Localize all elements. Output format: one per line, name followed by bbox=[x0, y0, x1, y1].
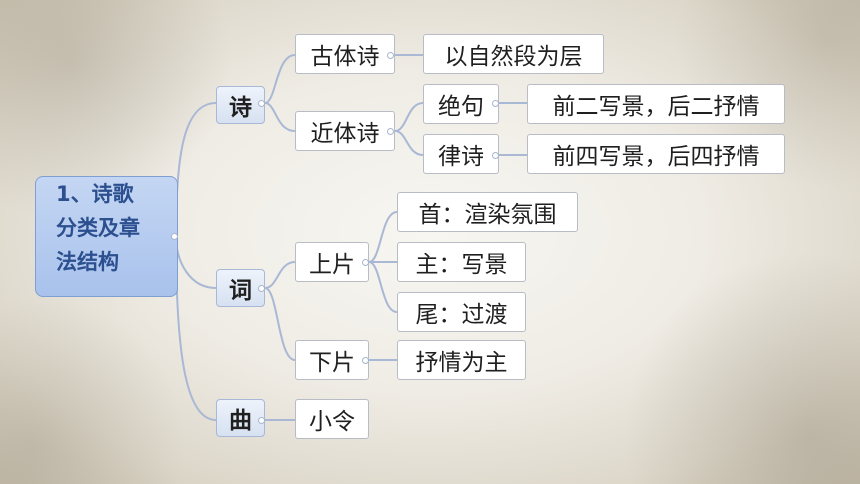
category-shi[interactable]: 诗 bbox=[216, 86, 265, 124]
collapse-dot-shangpian[interactable] bbox=[362, 259, 369, 266]
connector-ci-xiapian bbox=[264, 287, 296, 361]
collapse-dot-ci[interactable] bbox=[258, 285, 265, 292]
collapse-dot-shi[interactable] bbox=[258, 100, 265, 107]
root-line-1: 1、诗歌 bbox=[56, 182, 134, 206]
node-shangpian-item-1[interactable]: 首：渲染氛围 bbox=[397, 192, 578, 232]
connector-jinti-jueju bbox=[394, 102, 424, 132]
collapse-dot-root[interactable] bbox=[171, 233, 178, 240]
node-lushi-child[interactable]: 前四写景，后四抒情 bbox=[527, 134, 785, 174]
node-xiapian-child[interactable]: 抒情为主 bbox=[397, 340, 526, 380]
node-xiapian[interactable]: 下片 bbox=[295, 340, 369, 380]
collapse-dot-xiapian[interactable] bbox=[362, 357, 369, 364]
root-line-2: 分类及章 bbox=[56, 216, 140, 240]
connector-root-shi bbox=[175, 102, 217, 237]
connector-root-ci bbox=[175, 235, 217, 289]
node-lushi[interactable]: 律诗 bbox=[423, 134, 499, 174]
node-guti[interactable]: 古体诗 bbox=[295, 34, 395, 74]
node-jueju[interactable]: 绝句 bbox=[423, 84, 499, 124]
node-guti-child[interactable]: 以自然段为层 bbox=[423, 34, 604, 74]
connector-shi-jinti bbox=[264, 102, 296, 132]
node-shangpian[interactable]: 上片 bbox=[295, 242, 369, 282]
category-qu[interactable]: 曲 bbox=[216, 399, 265, 437]
connector-shangpian-item3 bbox=[368, 261, 398, 313]
connector-jinti-lushi bbox=[394, 130, 424, 156]
connector-ci-shangpian bbox=[264, 261, 296, 289]
root-node[interactable]: 1、诗歌 分类及章 法结构 bbox=[35, 176, 178, 297]
node-shangpian-item-3[interactable]: 尾：过渡 bbox=[397, 292, 526, 332]
category-ci[interactable]: 词 bbox=[216, 269, 265, 307]
node-jinti[interactable]: 近体诗 bbox=[295, 111, 395, 151]
collapse-dot-qu[interactable] bbox=[258, 417, 265, 424]
node-qu-child[interactable]: 小令 bbox=[295, 399, 369, 439]
node-shangpian-item-2[interactable]: 主：写景 bbox=[397, 242, 526, 282]
node-jueju-child[interactable]: 前二写景，后二抒情 bbox=[527, 84, 785, 124]
connector-shangpian-item1 bbox=[368, 211, 398, 263]
collapse-dot-jinti[interactable] bbox=[387, 128, 394, 135]
root-line-3: 法结构 bbox=[56, 250, 119, 274]
collapse-dot-jueju[interactable] bbox=[492, 100, 499, 107]
collapse-dot-lushi[interactable] bbox=[492, 152, 499, 159]
connector-shi-guti bbox=[264, 54, 296, 104]
collapse-dot-guti[interactable] bbox=[387, 52, 394, 59]
